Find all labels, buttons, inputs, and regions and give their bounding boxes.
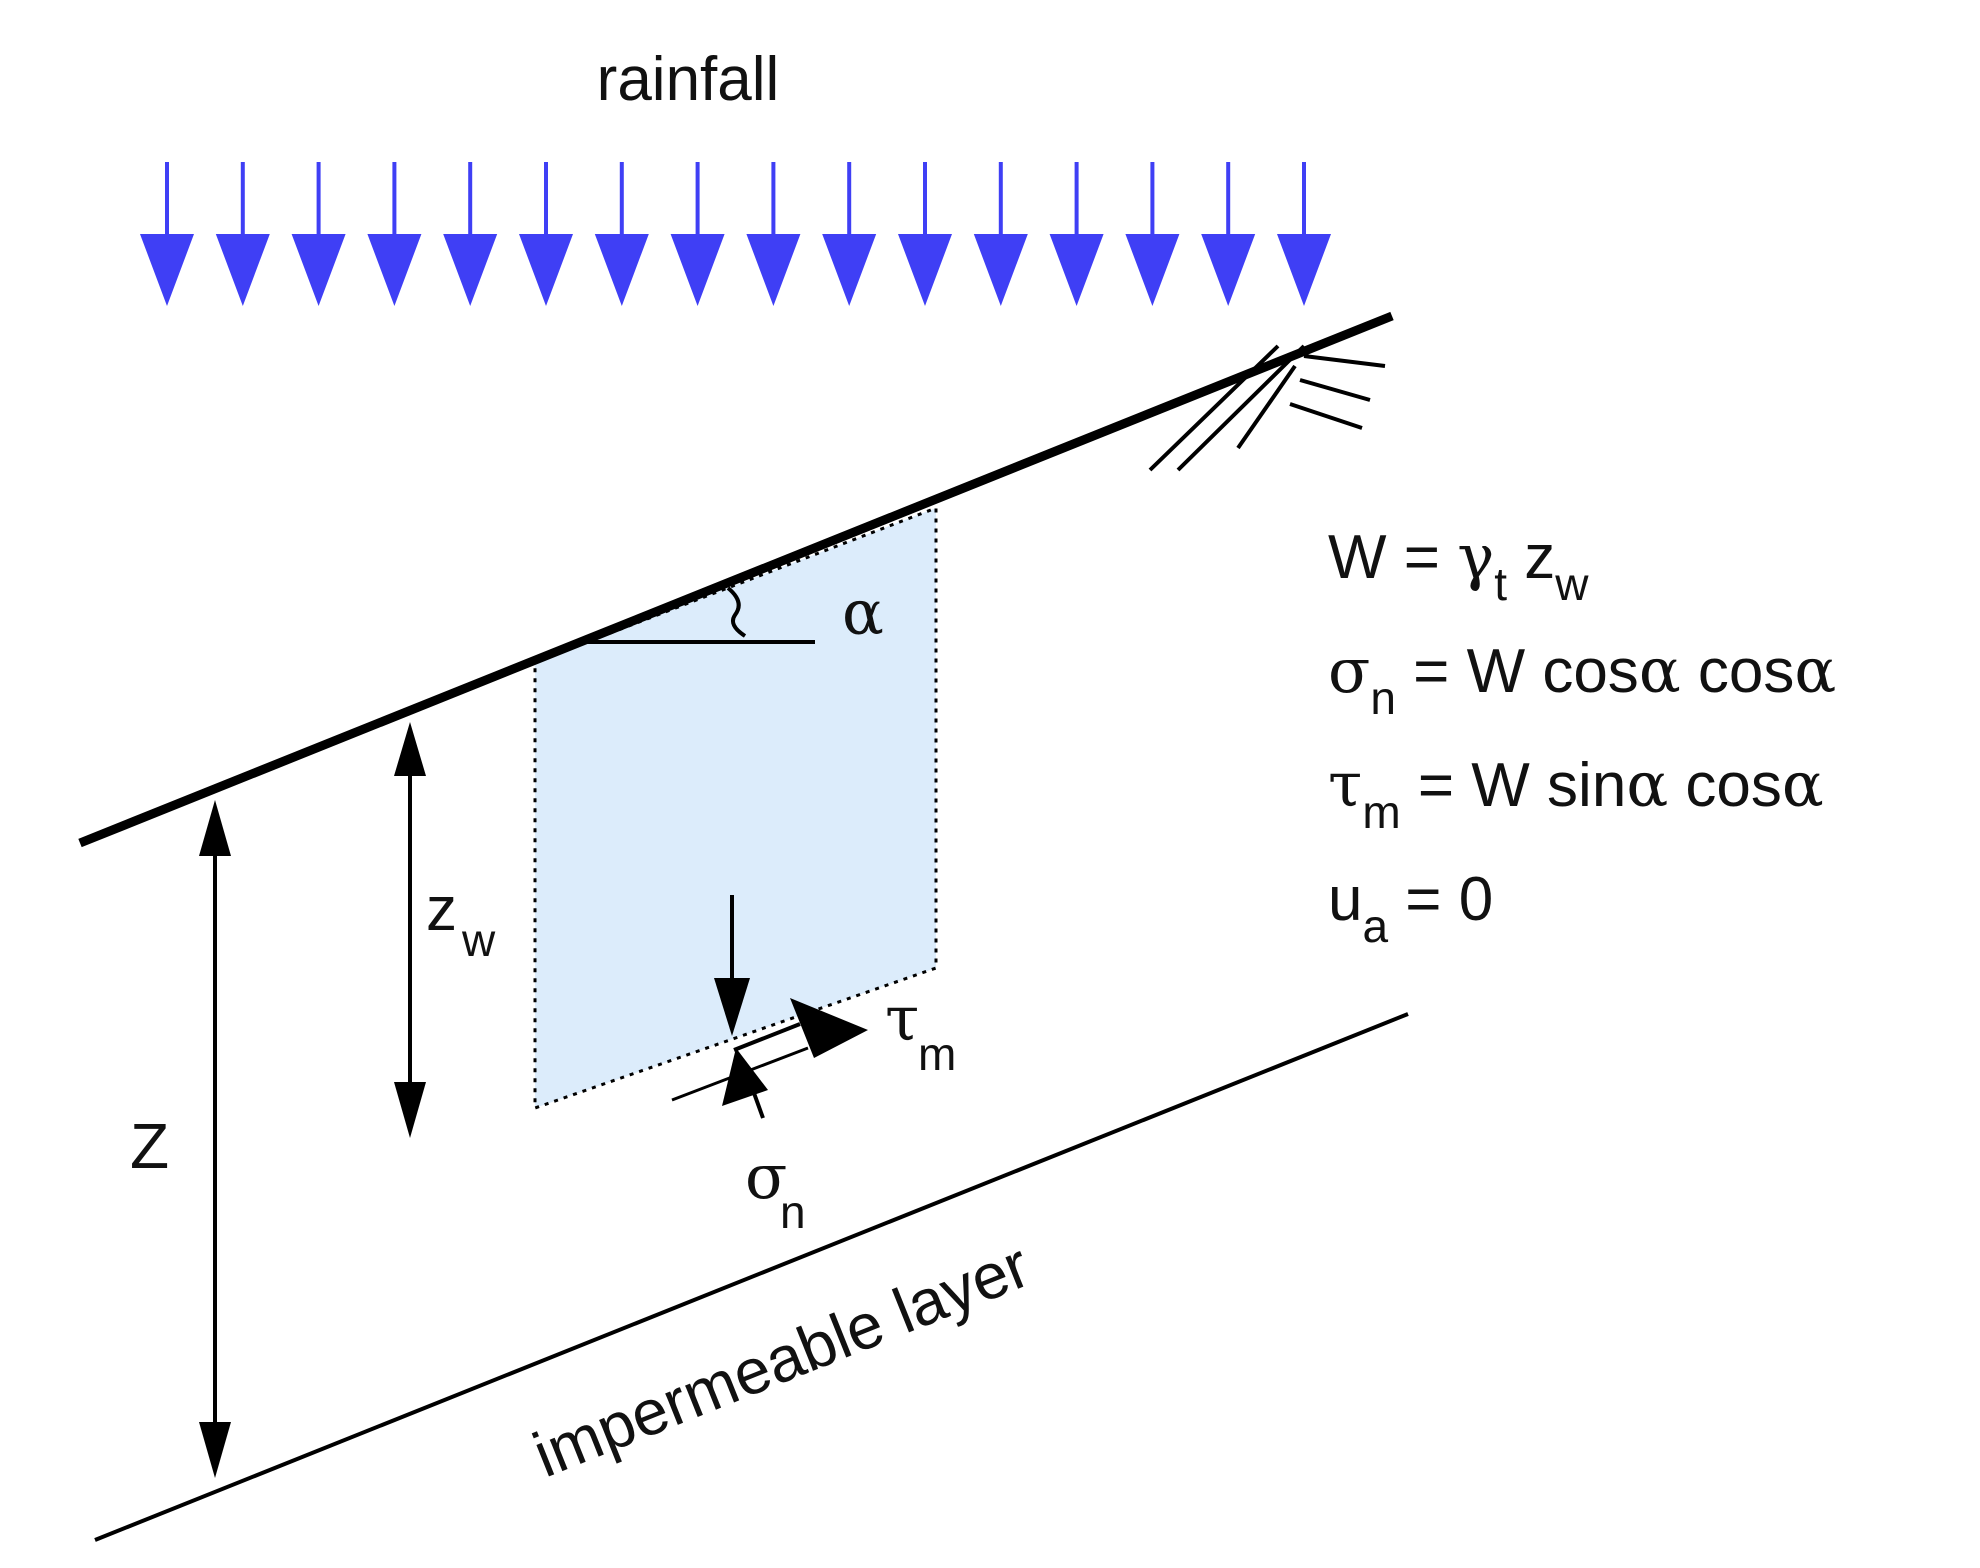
weight-arrow bbox=[714, 895, 750, 1036]
rain-arrow bbox=[898, 162, 952, 306]
eq-weight-part: W = bbox=[1328, 523, 1457, 592]
sigma-label-main: σ bbox=[745, 1140, 787, 1213]
zw-label-main: z bbox=[426, 875, 457, 944]
ground-surface-line bbox=[78, 311, 1394, 848]
rain-arrow bbox=[519, 162, 573, 306]
rain-arrow bbox=[291, 162, 346, 306]
eq-pore-air-part: u bbox=[1328, 865, 1362, 934]
eq-weight-part: z bbox=[1507, 523, 1555, 592]
rainfall-label: rainfall bbox=[597, 45, 780, 114]
eq-normal-stress: σn = W cosα cosα bbox=[1328, 634, 1836, 724]
eq-weight: W = γt zw bbox=[1328, 520, 1589, 610]
eq-weight-part: w bbox=[1554, 558, 1589, 610]
rain-arrow bbox=[746, 162, 801, 306]
soil-slice bbox=[533, 505, 938, 1111]
rain-arrow bbox=[140, 162, 194, 306]
tau-label-main: τ bbox=[885, 982, 919, 1055]
depth-Z-arrow bbox=[199, 800, 231, 1478]
rain-arrow bbox=[215, 162, 270, 306]
eq-pore-air: ua = 0 bbox=[1328, 865, 1493, 952]
eq-shear-stress-part: τ bbox=[1328, 748, 1362, 821]
eq-normal-stress-part: α bbox=[1794, 634, 1836, 707]
rain-arrow bbox=[594, 162, 649, 306]
eq-shear-stress-part: = W sin bbox=[1401, 751, 1627, 820]
eq-shear-stress-part: α bbox=[1782, 748, 1824, 821]
eq-weight-part: t bbox=[1494, 558, 1507, 610]
rain-arrow bbox=[973, 162, 1028, 306]
eq-pore-air-part: = 0 bbox=[1388, 865, 1493, 934]
rain-arrow bbox=[822, 162, 877, 306]
rain-arrow bbox=[670, 162, 725, 306]
normal-stress-arrow bbox=[722, 1048, 768, 1119]
rain-arrow bbox=[1201, 162, 1256, 306]
eq-normal-stress-part: cos bbox=[1681, 637, 1795, 706]
rainfall-arrows bbox=[140, 162, 1331, 306]
rain-arrow bbox=[443, 162, 498, 306]
shear-stress-arrow bbox=[733, 998, 868, 1058]
zw-label-sub: w bbox=[461, 914, 496, 966]
impermeable-layer-label: impermeable layer bbox=[523, 1229, 1039, 1491]
sigma-label-sub: n bbox=[780, 1186, 806, 1238]
eq-pore-air-part: a bbox=[1362, 900, 1388, 952]
tau-label-sub: m bbox=[918, 1028, 956, 1080]
eq-weight-part: γ bbox=[1457, 520, 1494, 593]
alpha-label: α bbox=[842, 576, 884, 649]
depth-Z-label: Z bbox=[130, 1110, 169, 1182]
eq-shear-stress-part: α bbox=[1626, 748, 1668, 821]
slope-angle-indicator bbox=[585, 586, 815, 644]
eq-normal-stress-part: α bbox=[1639, 634, 1681, 707]
rain-arrow bbox=[1049, 162, 1104, 306]
rain-arrow bbox=[1277, 162, 1331, 306]
impermeable-layer-line bbox=[94, 1012, 1409, 1542]
rain-arrow bbox=[367, 162, 422, 306]
eq-normal-stress-part: = W cos bbox=[1396, 637, 1639, 706]
rain-arrow bbox=[1125, 162, 1180, 306]
depth-zw-arrow bbox=[394, 722, 426, 1138]
eq-shear-stress-part: cos bbox=[1668, 751, 1782, 820]
eq-shear-stress: τm = W sinα cosα bbox=[1328, 748, 1824, 838]
ground-hatch-symbol bbox=[1148, 344, 1386, 472]
eq-normal-stress-part: n bbox=[1370, 672, 1396, 724]
eq-normal-stress-part: σ bbox=[1328, 634, 1370, 707]
eq-shear-stress-part: m bbox=[1362, 786, 1400, 838]
